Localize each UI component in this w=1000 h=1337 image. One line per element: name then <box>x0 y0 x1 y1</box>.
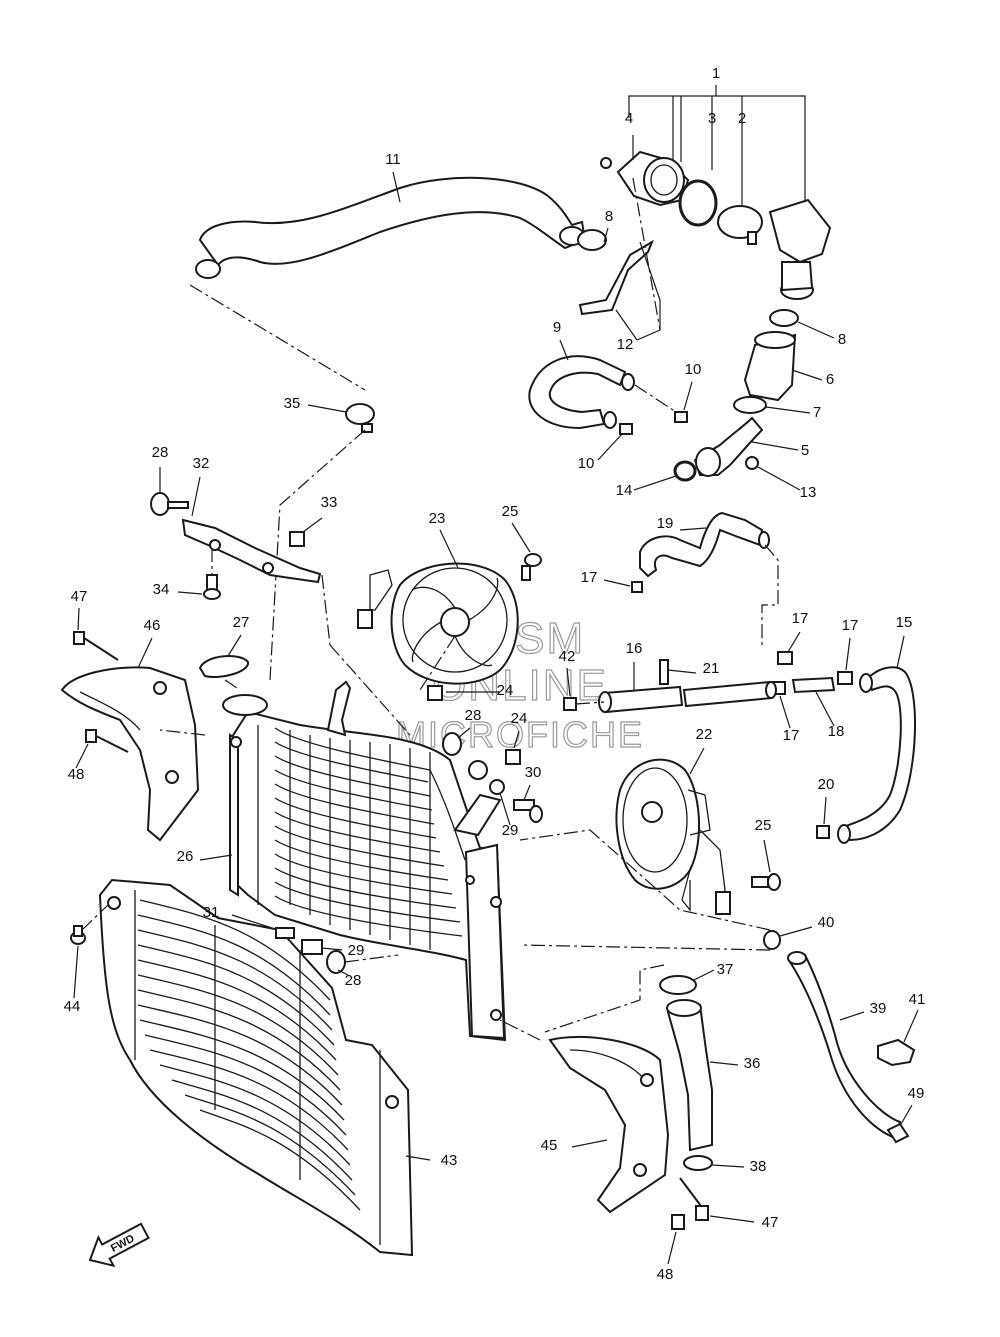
callout-10: 10 <box>685 361 702 378</box>
callout-44: 44 <box>64 998 81 1015</box>
thermostat-assembly <box>600 85 832 300</box>
bracket-32 <box>150 467 411 736</box>
callout-35: 35 <box>284 395 301 412</box>
callout-32: 32 <box>193 455 210 472</box>
callout-23: 23 <box>429 510 446 527</box>
callout-17: 17 <box>581 569 598 586</box>
callout-17: 17 <box>842 617 859 634</box>
callout-8: 8 <box>838 331 846 348</box>
callout-20: 20 <box>818 776 835 793</box>
callout-19: 19 <box>657 515 674 532</box>
callout-28: 28 <box>152 444 169 461</box>
callout-49: 49 <box>908 1085 925 1102</box>
callout-33: 33 <box>321 494 338 511</box>
fwd-arrow: FWD <box>88 1222 150 1268</box>
callout-28: 28 <box>465 707 482 724</box>
callout-40: 40 <box>818 914 835 931</box>
hose-16 <box>563 659 777 714</box>
callout-28: 28 <box>345 972 362 989</box>
radiator-26 <box>199 680 507 1042</box>
callout-25: 25 <box>755 817 772 834</box>
callout-27: 27 <box>233 614 250 631</box>
guard-43 <box>98 878 431 1257</box>
water-pipe-group <box>633 309 835 491</box>
callout-34: 34 <box>153 581 170 598</box>
callout-21: 21 <box>703 660 720 677</box>
hose-36 <box>544 964 745 1171</box>
callout-36: 36 <box>744 1055 761 1072</box>
callout-30: 30 <box>525 764 542 781</box>
callout-37: 37 <box>717 961 734 978</box>
callout-18: 18 <box>828 723 845 740</box>
bolt-25-upper <box>511 522 542 581</box>
callout-47: 47 <box>762 1214 779 1231</box>
callout-26: 26 <box>177 848 194 865</box>
callout-12: 12 <box>617 336 634 353</box>
callout-6: 6 <box>826 371 834 388</box>
hose-39 <box>519 829 919 1144</box>
bolt-25-lower <box>751 839 781 891</box>
callout-43: 43 <box>441 1152 458 1169</box>
callout-9: 9 <box>553 319 561 336</box>
cap-27 <box>198 634 249 691</box>
watermark-line-3: MICROFICHE <box>396 714 644 755</box>
callout-16: 16 <box>626 640 643 657</box>
callout-8: 8 <box>605 208 613 225</box>
callout-17: 17 <box>783 727 800 744</box>
mounting-hardware-lower <box>275 927 399 976</box>
callout-17: 17 <box>792 610 809 627</box>
callout-38: 38 <box>750 1158 767 1175</box>
callout-42: 42 <box>559 648 576 665</box>
callout-3: 3 <box>708 110 716 127</box>
callout-29: 29 <box>348 942 365 959</box>
guard-45 <box>499 1019 755 1265</box>
callout-46: 46 <box>144 617 161 634</box>
callout-22: 22 <box>696 726 713 743</box>
callout-13: 13 <box>800 484 817 501</box>
callout-48: 48 <box>657 1266 674 1283</box>
callout-15: 15 <box>896 614 913 631</box>
guard-46 <box>60 607 206 842</box>
callout-47: 47 <box>71 588 88 605</box>
callout-39: 39 <box>870 1000 887 1017</box>
hose-9 <box>528 339 693 461</box>
clamp-35 <box>269 403 375 681</box>
callout-29: 29 <box>502 822 519 839</box>
fan-23 <box>357 529 519 691</box>
hose-11 <box>189 171 587 391</box>
callout-7: 7 <box>813 404 821 421</box>
callout-2: 2 <box>738 110 746 127</box>
callout-11: 11 <box>385 151 401 168</box>
callout-5: 5 <box>801 442 809 459</box>
callout-25: 25 <box>502 503 519 520</box>
hose-19 <box>603 511 779 648</box>
callout-48: 48 <box>68 766 85 783</box>
bracket-12 <box>577 177 661 341</box>
callout-10: 10 <box>578 455 595 472</box>
callout-4: 4 <box>625 110 633 127</box>
center-small-parts <box>427 685 543 837</box>
callout-45: 45 <box>541 1137 558 1154</box>
callout-31: 31 <box>203 904 220 921</box>
callout-41: 41 <box>909 991 926 1008</box>
callout-24: 24 <box>511 710 528 727</box>
callout-24: 24 <box>497 682 514 699</box>
bolt-44 <box>70 904 109 999</box>
fan-22 <box>615 747 731 915</box>
callout-1: 1 <box>712 65 720 82</box>
callout-14: 14 <box>616 482 633 499</box>
